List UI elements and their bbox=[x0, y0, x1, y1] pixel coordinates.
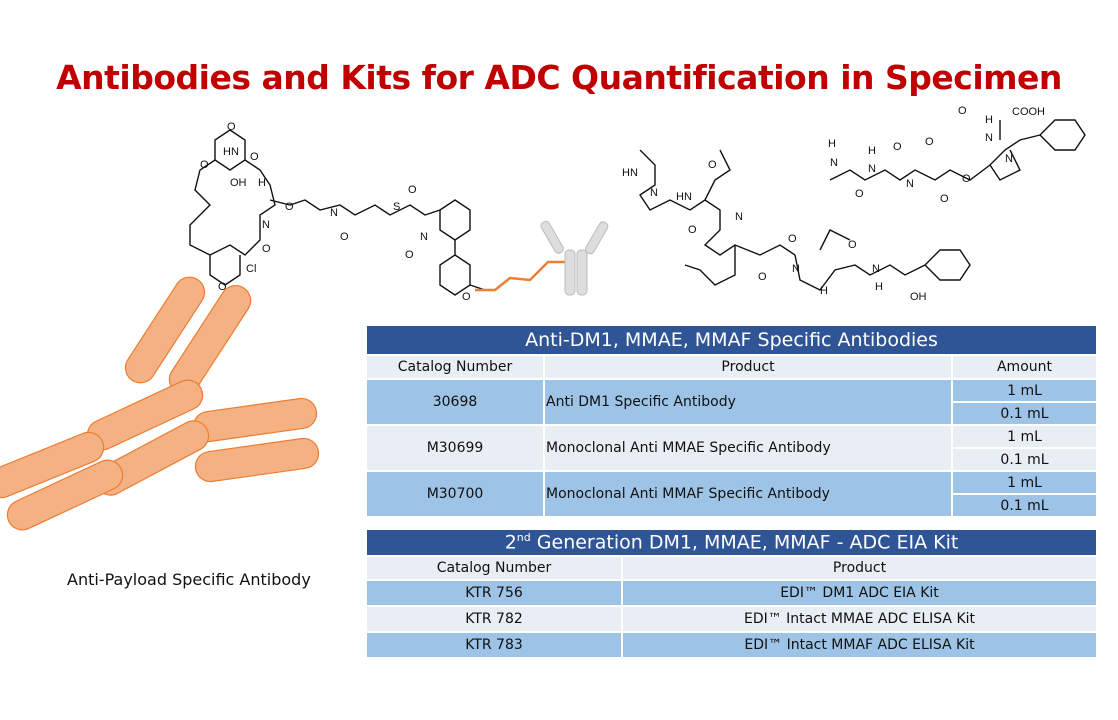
amount-cell: 0.1 mL bbox=[953, 495, 1096, 516]
product-cell: EDI™ DM1 ADC EIA Kit bbox=[623, 581, 1096, 605]
mmaf-atom-labels: N H O N H O N O O N O O N H COOH bbox=[828, 105, 1045, 205]
amount-cell: 0.1 mL bbox=[953, 449, 1096, 470]
slide-title: Antibodies and Kits for ADC Quantificati… bbox=[56, 58, 1062, 97]
atom-label: H bbox=[258, 177, 266, 189]
dm1-atom-labels: O HN O O OH H N O O N O S O N O Cl O O bbox=[200, 121, 471, 303]
atom-label: H bbox=[985, 114, 993, 126]
eia-kit-table: 2nd Generation DM1, MMAE, MMAF - ADC EIA… bbox=[365, 528, 1098, 659]
column-header: Catalog Number bbox=[367, 557, 621, 579]
atom-label: N bbox=[830, 157, 838, 169]
atom-label: N bbox=[650, 187, 658, 199]
atom-label: O bbox=[285, 201, 294, 213]
column-header: Catalog Number bbox=[367, 356, 543, 378]
antibody-fragment bbox=[124, 276, 206, 384]
table-row: M30700 Monoclonal Anti MMAF Specific Ant… bbox=[367, 472, 1096, 516]
catalog-cell: M30700 bbox=[367, 472, 543, 516]
atom-label: OH bbox=[910, 291, 927, 303]
atom-label: N bbox=[872, 263, 880, 275]
atom-label: N bbox=[735, 211, 743, 223]
atom-label: O bbox=[200, 159, 209, 171]
specific-antibodies-table: Anti-DM1, MMAE, MMAF Specific Antibodies… bbox=[365, 324, 1098, 518]
table-row: M30699 Monoclonal Anti MMAE Specific Ant… bbox=[367, 426, 1096, 470]
antibody-fragment bbox=[192, 397, 318, 443]
atom-label: H bbox=[868, 145, 876, 157]
atom-label: N bbox=[792, 263, 800, 275]
atom-label: H bbox=[875, 281, 883, 293]
atom-label: O bbox=[218, 281, 227, 293]
amount-cell: 1 mL bbox=[953, 426, 1096, 447]
atom-label: O bbox=[848, 239, 857, 251]
atom-label: OH bbox=[230, 177, 247, 189]
product-cell: EDI™ Intact MMAF ADC ELISA Kit bbox=[623, 633, 1096, 657]
atom-label: O bbox=[405, 249, 414, 261]
product-cell: EDI™ Intact MMAE ADC ELISA Kit bbox=[623, 607, 1096, 631]
dm1-structure bbox=[189, 129, 565, 296]
atom-label: O bbox=[250, 151, 259, 163]
table-caption: Anti-DM1, MMAE, MMAF Specific Antibodies bbox=[367, 326, 1096, 354]
atom-label: S bbox=[393, 201, 400, 213]
mmaf-structure bbox=[829, 119, 1086, 181]
product-cell: Anti DM1 Specific Antibody bbox=[545, 380, 951, 424]
atom-label: N bbox=[330, 207, 338, 219]
catalog-cell: 30698 bbox=[367, 380, 543, 424]
atom-label: Cl bbox=[246, 263, 256, 275]
atom-label: N bbox=[420, 231, 428, 243]
atom-label: HN bbox=[223, 146, 239, 158]
atom-label: O bbox=[855, 188, 864, 200]
atom-label: O bbox=[940, 193, 949, 205]
catalog-cell: KTR 783 bbox=[367, 633, 621, 657]
atom-label: O bbox=[893, 141, 902, 153]
atom-label: O bbox=[262, 243, 271, 255]
table-row: 30698 Anti DM1 Specific Antibody 1 mL bbox=[367, 380, 1096, 424]
catalog-cell: KTR 756 bbox=[367, 581, 621, 605]
atom-label: O bbox=[925, 136, 934, 148]
atom-label: O bbox=[340, 231, 349, 243]
catalog-cell: M30699 bbox=[367, 426, 543, 470]
atom-label: N bbox=[906, 178, 914, 190]
column-header: Amount bbox=[953, 356, 1096, 378]
table-row: KTR 756 EDI™ DM1 ADC EIA Kit bbox=[367, 581, 1096, 605]
atom-label: HN bbox=[622, 167, 638, 179]
atom-label: COOH bbox=[1012, 106, 1045, 118]
antibody-fragment bbox=[0, 431, 105, 499]
caption-text: Generation DM1, MMAE, MMAF - ADC EIA Kit bbox=[530, 531, 959, 554]
atom-label: N bbox=[262, 219, 270, 231]
atom-label: O bbox=[758, 271, 767, 283]
atom-label: O bbox=[958, 105, 967, 117]
atom-label: N bbox=[868, 163, 876, 175]
antibody-label: Anti-Payload Specific Antibody bbox=[67, 570, 311, 589]
atom-label: O bbox=[962, 173, 971, 185]
atom-label: O bbox=[462, 291, 471, 303]
atom-label: O bbox=[788, 233, 797, 245]
atom-label: O bbox=[408, 184, 417, 196]
antibody-fragments-illustration bbox=[0, 276, 320, 531]
caption-superscript: nd bbox=[516, 531, 531, 545]
amount-cell: 0.1 mL bbox=[953, 403, 1096, 424]
atom-label: H bbox=[828, 138, 836, 150]
catalog-cell: KTR 782 bbox=[367, 607, 621, 631]
table-row: KTR 782 EDI™ Intact MMAE ADC ELISA Kit bbox=[367, 607, 1096, 631]
atom-label: HN bbox=[676, 191, 692, 203]
atom-label: O bbox=[688, 224, 697, 236]
amount-cell: 1 mL bbox=[953, 380, 1096, 401]
atom-label: H bbox=[820, 285, 828, 297]
amount-cell: 1 mL bbox=[953, 472, 1096, 493]
atom-label: O bbox=[708, 159, 717, 171]
atom-label: N bbox=[1005, 153, 1013, 165]
column-header: Product bbox=[545, 356, 951, 378]
product-cell: Monoclonal Anti MMAE Specific Antibody bbox=[545, 426, 951, 470]
product-cell: Monoclonal Anti MMAF Specific Antibody bbox=[545, 472, 951, 516]
mmae-structure bbox=[639, 149, 971, 291]
atom-label: N bbox=[985, 132, 993, 144]
mmae-atom-labels: N HN O HN O N O O N H O N H OH bbox=[622, 159, 927, 303]
antibody-fragment bbox=[6, 459, 124, 531]
caption-prefix: 2 bbox=[504, 531, 517, 554]
table-caption: 2nd Generation DM1, MMAE, MMAF - ADC EIA… bbox=[367, 530, 1096, 555]
antibody-fragment bbox=[194, 437, 320, 483]
column-header: Product bbox=[623, 557, 1096, 579]
table-row: KTR 783 EDI™ Intact MMAF ADC ELISA Kit bbox=[367, 633, 1096, 657]
atom-label: O bbox=[227, 121, 236, 133]
antibody-icon bbox=[540, 220, 609, 296]
